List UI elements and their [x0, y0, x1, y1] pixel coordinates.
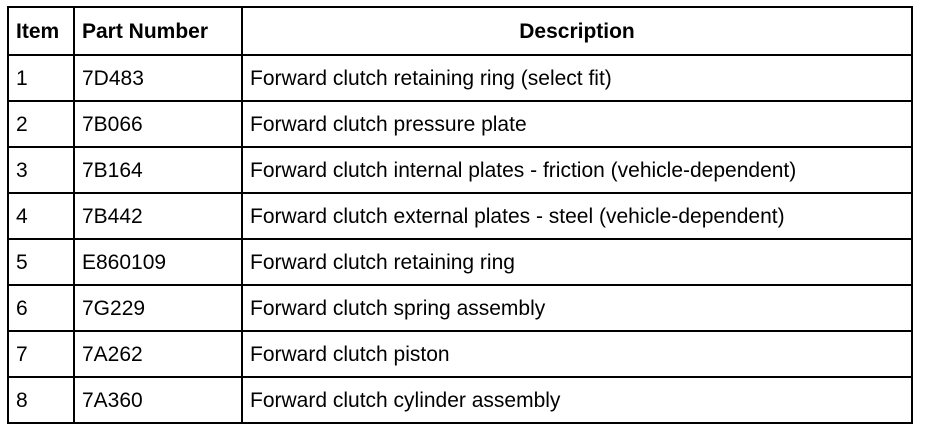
header-row: Item Part Number Description [7, 6, 913, 56]
description-cell: Forward clutch retaining ring [241, 238, 913, 286]
description-cell: Forward clutch piston [241, 330, 913, 378]
description-cell: Forward clutch pressure plate [241, 100, 913, 148]
table-row: 8 7A360 Forward clutch cylinder assembly [7, 376, 913, 424]
part-number-cell: 7A262 [73, 330, 243, 378]
item-cell: 7 [7, 330, 75, 378]
parts-table-header: Item Part Number Description [7, 6, 913, 56]
table-row: 5 E860109 Forward clutch retaining ring [7, 238, 913, 286]
table-row: 1 7D483 Forward clutch retaining ring (s… [7, 54, 913, 102]
part-number-cell: 7G229 [73, 284, 243, 332]
description-cell: Forward clutch internal plates - frictio… [241, 146, 913, 194]
part-number-cell: 7D483 [73, 54, 243, 102]
description-cell: Forward clutch retaining ring (select fi… [241, 54, 913, 102]
header-part-number: Part Number [73, 6, 243, 56]
header-item: Item [7, 6, 75, 56]
header-description: Description [241, 6, 913, 56]
table-row: 2 7B066 Forward clutch pressure plate [7, 100, 913, 148]
part-number-cell: 7A360 [73, 376, 243, 424]
part-number-cell: 7B164 [73, 146, 243, 194]
item-cell: 1 [7, 54, 75, 102]
table-row: 7 7A262 Forward clutch piston [7, 330, 913, 378]
table-row: 3 7B164 Forward clutch internal plates -… [7, 146, 913, 194]
item-cell: 4 [7, 192, 75, 240]
part-number-cell: 7B066 [73, 100, 243, 148]
part-number-cell: E860109 [73, 238, 243, 286]
part-number-cell: 7B442 [73, 192, 243, 240]
item-cell: 8 [7, 376, 75, 424]
item-cell: 5 [7, 238, 75, 286]
description-cell: Forward clutch cylinder assembly [241, 376, 913, 424]
item-cell: 3 [7, 146, 75, 194]
parts-table-body: 1 7D483 Forward clutch retaining ring (s… [7, 54, 913, 424]
item-cell: 6 [7, 284, 75, 332]
item-cell: 2 [7, 100, 75, 148]
description-cell: Forward clutch external plates - steel (… [241, 192, 913, 240]
table-row: 6 7G229 Forward clutch spring assembly [7, 284, 913, 332]
description-cell: Forward clutch spring assembly [241, 284, 913, 332]
parts-table: Item Part Number Description 1 7D483 For… [7, 6, 913, 424]
table-row: 4 7B442 Forward clutch external plates -… [7, 192, 913, 240]
